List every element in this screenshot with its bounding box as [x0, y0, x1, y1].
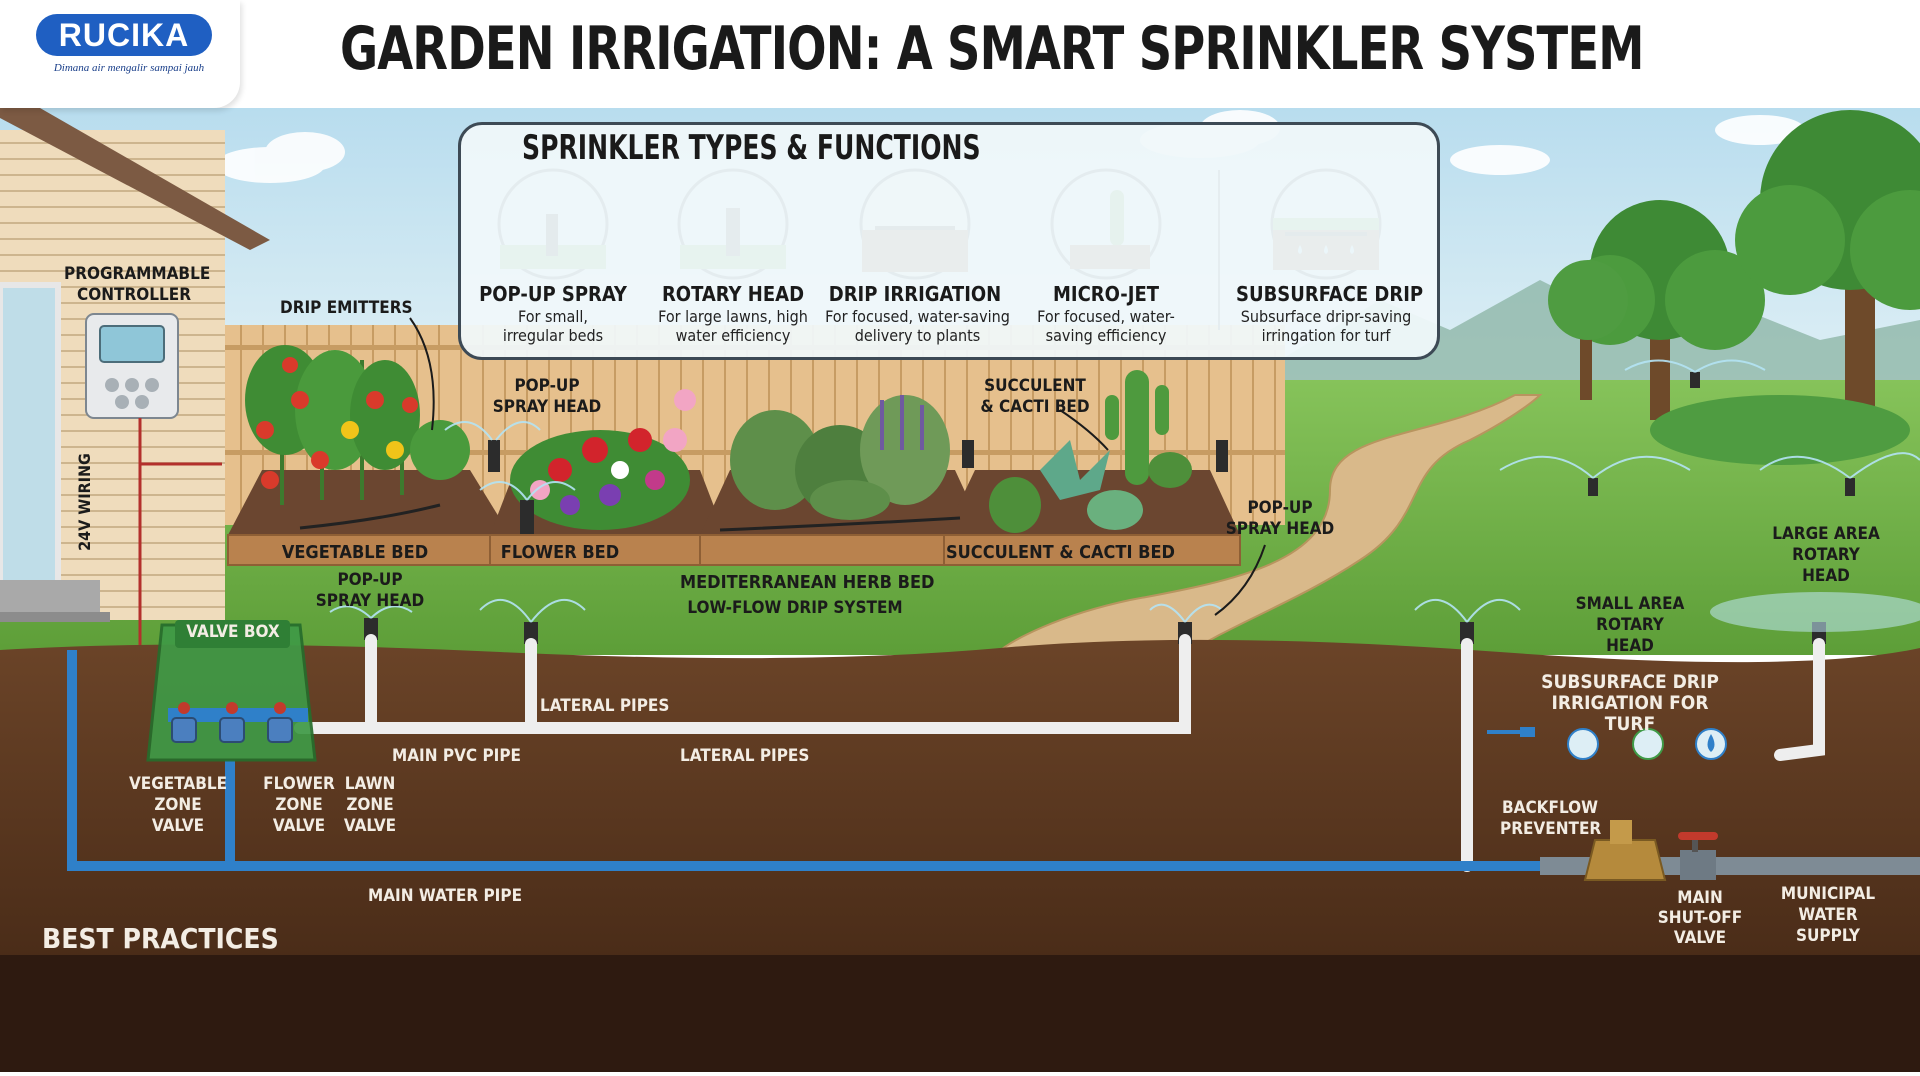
herb-plants — [730, 395, 950, 520]
controller-label: PROGRAMMABLE CONTROLLER — [64, 264, 211, 305]
pop-up-spray-desc: For small, irregular beds — [502, 307, 604, 345]
pop-up-spray-title: POP-UP SPRAY — [479, 282, 627, 306]
flower-zone-valve-label: FLOWER ZONE VALVE — [263, 774, 335, 836]
rotary-head-desc: For large lawns, high water efficiency — [658, 307, 808, 345]
brand-tagline: Dimana air mengalir sampai jauh — [53, 62, 205, 74]
backflow-preventer — [1583, 820, 1667, 881]
flower-plants — [510, 389, 696, 530]
lateral-pipes-label-2: LATERAL PIPES — [680, 746, 810, 766]
subsurface-icons — [1567, 728, 1727, 760]
succulent-plants — [989, 370, 1192, 533]
herb-bed-sub-label: LOW-FLOW DRIP SYSTEM — [687, 598, 903, 618]
drip-irrigation-desc: For focused, water-saving delivery to pl… — [825, 307, 1010, 345]
soil — [0, 639, 1920, 960]
main-water-pipe-label: MAIN WATER PIPE — [368, 886, 523, 906]
rotary-spray-mist — [1710, 592, 1920, 632]
subsurface-drip-turf-label: SUBSURFACE DRIP IRRIGATION FOR TURF — [1541, 671, 1719, 735]
trees — [1548, 110, 1920, 465]
municipal-supply-label: MUNICIPAL WATER SUPPLY — [1780, 884, 1876, 946]
main-pvc-pipe-label: MAIN PVC PIPE — [392, 746, 522, 766]
brand-logo: RUCIKA — [36, 14, 212, 56]
best-practices-heading: BEST PRACTICES — [42, 922, 279, 955]
lawn-zone-valve-label: LAWN ZONE VALVE — [343, 774, 397, 836]
herb-bed-label: MEDITERRANEAN HERB BED — [680, 572, 935, 593]
micro-jet-title: MICRO-JET — [1052, 282, 1160, 306]
clouds — [215, 110, 1805, 183]
succulent-bed-label: SUCCULENT & CACTI BED — [946, 542, 1175, 563]
succulent-bed-callout: SUCCULENT & CACTI BED — [980, 376, 1090, 417]
valve-box — [146, 620, 317, 762]
panel-title: SPRINKLER TYPES & FUNCTIONS — [522, 128, 981, 168]
small-area-rotary-label: SMALL AREA ROTARY HEAD — [1575, 594, 1685, 656]
programmable-controller — [85, 313, 179, 419]
popup-spray-head-label-3: POP-UP SPRAY HEAD — [1225, 498, 1335, 539]
subsurface-drip-desc: Subsurface dripr-saving irringation for … — [1240, 307, 1412, 345]
flower-bed-label: FLOWER BED — [500, 542, 620, 563]
popup-spray-head-label-2: POP-UP SPRAY HEAD — [315, 570, 425, 611]
drip-irrigation-title: DRIP IRRIGATION — [828, 282, 1002, 306]
wiring-label: 24V WIRING — [75, 453, 94, 551]
backflow-preventer-label: BACKFLOW PREVENTER — [1500, 798, 1602, 839]
drip-emitters-label: DRIP EMITTERS — [280, 298, 413, 318]
main-shutoff-valve — [1678, 832, 1718, 880]
pvc-pipes — [294, 634, 1825, 872]
popup-spray-head-label-1: POP-UP SPRAY HEAD — [492, 376, 602, 417]
subsurface-drip-title: SUBSURFACE DRIP — [1236, 282, 1424, 306]
vegetable-bed-label: VEGETABLE BED — [281, 542, 429, 563]
vegetable-plants — [245, 345, 470, 505]
deep-soil — [0, 955, 1920, 1072]
callout-arrows — [409, 317, 1266, 616]
header-bar — [0, 0, 1920, 108]
rotary-head-title: ROTARY HEAD — [661, 282, 805, 306]
valve-box-label: VALVE BOX — [186, 622, 280, 642]
main-shutoff-valve-label: MAIN SHUT-OFF VALVE — [1657, 888, 1743, 948]
lateral-pipes-label-1: LATERAL PIPES — [540, 696, 670, 716]
page-title: GARDEN IRRIGATION: A SMART SPRINKLER SYS… — [340, 14, 1644, 84]
water-sprays — [329, 359, 1920, 623]
vegetable-zone-valve-label: VEGETABLE ZONE VALVE — [128, 774, 228, 836]
micro-jet-desc: For focused, water-saving efficiency — [1037, 307, 1175, 345]
large-area-rotary-label: LARGE AREA ROTARY HEAD — [1772, 524, 1880, 586]
sprinkler-types-panel — [458, 122, 1440, 360]
